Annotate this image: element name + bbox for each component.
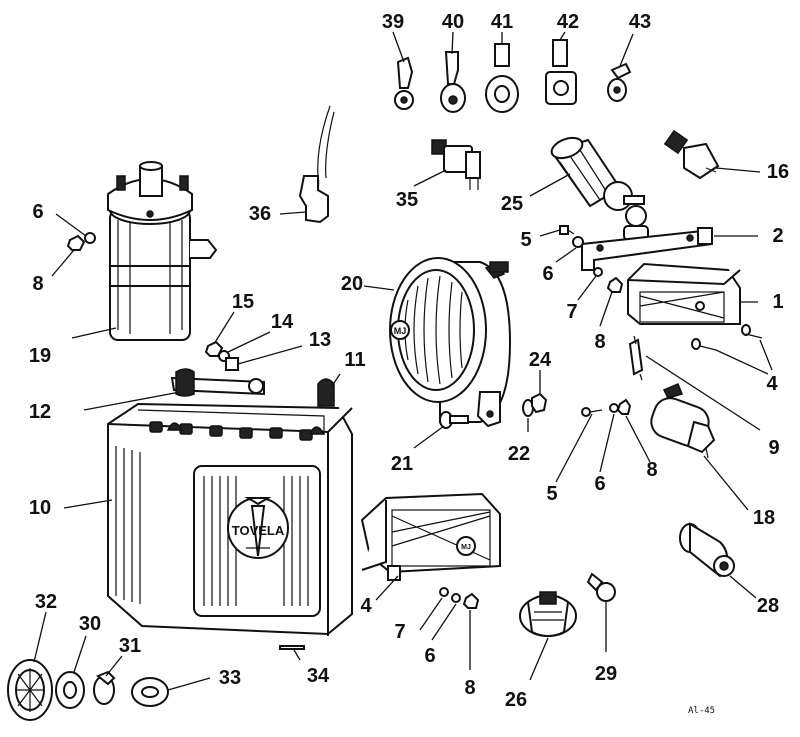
callout-label-8c: 8 (646, 459, 657, 481)
callout-label-34: 34 (307, 665, 330, 687)
washer-7-nut-8-top (593, 267, 624, 293)
battery-brand-label: TOVELA (232, 523, 285, 538)
callout-label-40: 40 (442, 11, 464, 33)
callout-label-6d: 6 (424, 645, 435, 667)
callout-label-21: 21 (391, 453, 413, 475)
callout-label-18: 18 (753, 507, 775, 529)
callout-label-6b: 6 (542, 263, 553, 285)
bolt-13 (225, 357, 239, 371)
callout-label-11: 11 (344, 349, 365, 371)
sensor-16 (663, 129, 720, 180)
bulb-29 (586, 572, 616, 602)
callout-label-22: 22 (508, 443, 530, 465)
callout-label-26: 26 (505, 689, 527, 711)
callout-label-9: 9 (768, 437, 779, 459)
callout-label-35: 35 (396, 189, 418, 211)
callout-label-14: 14 (271, 311, 294, 333)
callout-label-29: 29 (595, 663, 617, 685)
callout-label-33: 33 (219, 667, 241, 689)
callout-label-39: 39 (382, 11, 404, 33)
callout-label-15: 15 (232, 291, 254, 313)
reference-code: Al-45 (688, 706, 715, 716)
callout-label-25: 25 (501, 193, 523, 215)
callout-label-8a: 8 (32, 273, 43, 295)
lamp-housing-28 (679, 522, 735, 578)
nut-24 (531, 392, 548, 414)
callout-label-6a: 6 (32, 201, 43, 223)
callout-label-13: 13 (309, 329, 331, 351)
horn-badge: MJ (394, 326, 407, 336)
washer-7-6-nut-8-lower (439, 587, 480, 609)
terminal-clamp-11 (317, 378, 335, 407)
callout-label-7b: 7 (394, 621, 405, 643)
cable-12 (170, 368, 265, 397)
callout-label-32: 32 (35, 591, 57, 613)
terminal-41 (485, 43, 519, 113)
screw-5-washer-6-top (559, 225, 584, 248)
callout-label-31: 31 (119, 635, 141, 657)
relay-18 (650, 383, 716, 459)
regulator-4: MJ (360, 492, 501, 581)
callout-label-30: 30 (79, 613, 101, 635)
bulb-socket-26 (519, 591, 577, 637)
ignition-switch-25 (550, 136, 649, 241)
bracket-2 (581, 227, 713, 271)
nut-washer-coil (66, 232, 96, 251)
svg-text:MJ: MJ (461, 544, 471, 551)
screws-4-top (691, 324, 763, 351)
wire-connector-36 (298, 105, 335, 224)
callout-label-6c: 6 (594, 473, 605, 495)
callout-label-8b: 8 (594, 331, 605, 353)
callout-label-19: 19 (29, 345, 51, 367)
terminal-40 (440, 51, 466, 113)
terminal-42 (545, 39, 577, 105)
callout-label-2: 2 (772, 225, 783, 247)
callout-label-1: 1 (772, 291, 783, 313)
battery-10: TOVELA (107, 402, 353, 636)
terminal-43 (607, 62, 632, 102)
screw-5-washer-6-nut-8-mid (581, 398, 632, 417)
callout-label-4a: 4 (766, 373, 778, 395)
callout-label-20: 20 (341, 273, 363, 295)
ignition-coil-19 (107, 161, 218, 341)
callout-label-10: 10 (29, 497, 51, 519)
callout-label-7a: 7 (566, 301, 577, 323)
callout-label-5a: 5 (520, 229, 531, 251)
screw-21 (439, 411, 469, 429)
pin-34 (279, 645, 305, 650)
reflector-32 (7, 659, 53, 721)
callout-label-16: 16 (767, 161, 789, 183)
fuse-9 (628, 335, 644, 381)
regulator-1 (627, 262, 741, 325)
callout-label-43: 43 (629, 11, 651, 33)
callout-label-8d: 8 (464, 677, 475, 699)
callout-label-42: 42 (557, 11, 579, 33)
callout-label-5b: 5 (546, 483, 557, 505)
horn-20: MJ (389, 257, 512, 428)
grommet-33 (131, 677, 169, 707)
grommet-30 (55, 671, 85, 709)
callout-label-41: 41 (491, 11, 513, 33)
terminal-39 (394, 56, 414, 110)
switch-35 (431, 139, 481, 190)
callout-label-4b: 4 (360, 595, 372, 617)
callout-label-24: 24 (529, 349, 552, 371)
grommet-31 (93, 670, 116, 705)
callout-label-28: 28 (757, 595, 779, 617)
callout-label-36: 36 (249, 203, 271, 225)
callout-label-12: 12 (29, 401, 51, 423)
